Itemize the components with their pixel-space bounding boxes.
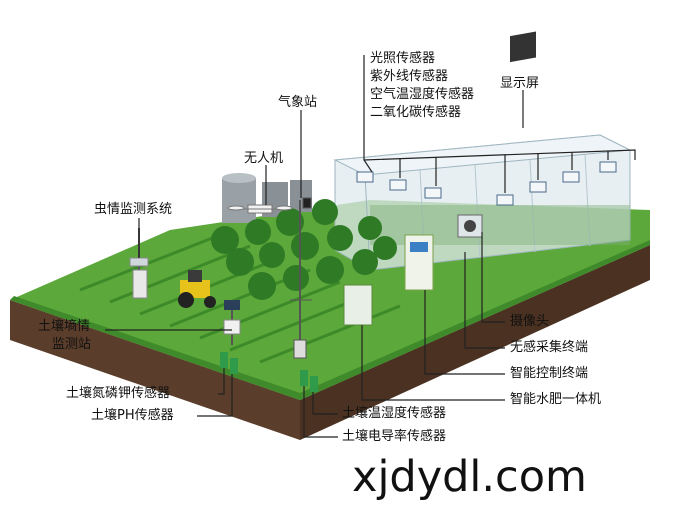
label-soil-npk-sensor: 土壤氮磷钾传感器 xyxy=(66,386,171,401)
weather-station-graphic xyxy=(290,197,312,359)
label-pest-monitor: 虫情监测系统 xyxy=(94,202,173,217)
label-soil-temp-humidity-sensor: 土壤温湿度传感器 xyxy=(342,406,447,421)
tractor-graphic xyxy=(178,270,216,308)
fertigation-machine-graphic xyxy=(343,284,373,326)
display-screen-graphic xyxy=(510,31,536,63)
ground-grass-edge xyxy=(10,296,300,400)
label-light-sensor: 光照传感器 xyxy=(370,51,436,66)
label-uv-sensor: 紫外线传感器 xyxy=(370,69,449,84)
ground-grass-edge-right xyxy=(300,240,650,400)
drone-graphic xyxy=(227,204,293,214)
label-soil-moisture-station: 土壤墒情 监测站 xyxy=(38,318,91,354)
label-smart-control-terminal: 智能控制终端 xyxy=(510,366,589,381)
label-weather-station: 气象站 xyxy=(278,95,318,110)
orchard-trees xyxy=(211,199,397,300)
label-greenhouse-sensors: 光照传感器 紫外线传感器 空气温湿度传感器 二氧化碳传感器 xyxy=(370,50,474,122)
label-drone: 无人机 xyxy=(244,151,284,166)
label-air-temp-humidity-sensor: 空气温湿度传感器 xyxy=(370,87,475,102)
label-co2-sensor: 二氧化碳传感器 xyxy=(370,105,462,120)
leader-lines xyxy=(105,55,636,438)
label-soil-ph-sensor: 土壤PH传感器 xyxy=(91,408,174,423)
label-wireless-terminal: 无感采集终端 xyxy=(510,340,589,355)
greenhouse-sensor-units xyxy=(356,161,617,206)
label-soil-conductivity-sensor: 土壤电导率传感器 xyxy=(342,429,447,444)
label-display: 显示屏 xyxy=(500,76,540,91)
soil-probes xyxy=(220,352,318,392)
soil-layer-right xyxy=(300,245,650,440)
watermark: xjdydl.com xyxy=(352,452,587,502)
label-soil-moisture-station-line2: 监测站 xyxy=(52,337,92,352)
label-fertigation-machine: 智能水肥一体机 xyxy=(510,392,602,407)
label-camera: 摄像头 xyxy=(510,314,550,329)
label-soil-moisture-station-line1: 土壤墒情 xyxy=(38,319,91,334)
soil-layer-front xyxy=(10,300,300,440)
